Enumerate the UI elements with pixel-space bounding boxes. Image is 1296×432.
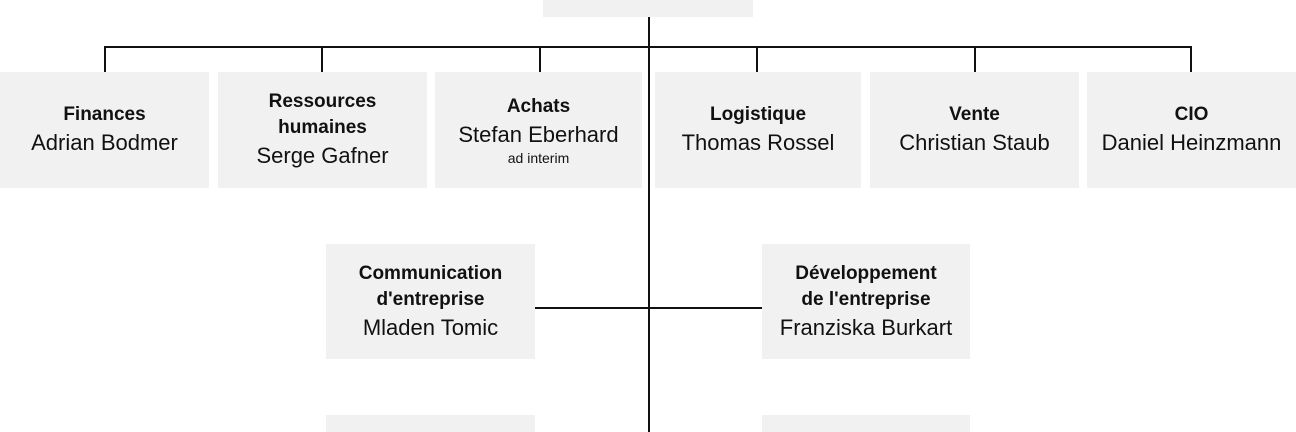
box-title: Vente [949,104,1000,125]
box-person: Stefan Eberhard [458,122,619,147]
box-person: Serge Gafner [256,143,389,168]
box-person: Thomas Rossel [681,130,835,155]
staff-connector [534,307,762,309]
box-person: Christian Staub [899,130,1050,155]
top-box-partial [543,0,753,17]
box-note: ad interim [507,150,570,166]
bottom-right-box-partial [762,415,970,432]
box-finances: Finances Adrian Bodmer [0,72,209,188]
box-corporate-communication: Communication d'entreprise Mladen Tomic [326,244,535,359]
box-title: Ressources humaines [268,91,377,138]
drop-connector-finances [104,46,106,72]
drop-connector-hr [321,46,323,72]
trunk-connector [648,16,650,432]
box-person: Franziska Burkart [779,314,953,340]
box-title: Communication d'entreprise [358,262,503,310]
drop-connector-cio [1190,46,1192,72]
box-title: Achats [506,96,571,117]
box-title: CIO [1174,104,1209,125]
box-title: Logistique [709,104,807,125]
box-title: Développement de l'entreprise [795,262,937,310]
drop-connector-logistics [756,46,758,72]
department-bus-connector [104,46,1192,48]
box-purchasing: Achats Stefan Eberhard ad interim [435,72,642,188]
bottom-left-box-partial [326,415,535,432]
box-sales: Vente Christian Staub [870,72,1079,188]
drop-connector-sales [974,46,976,72]
box-cio: CIO Daniel Heinzmann [1087,72,1296,188]
box-logistics: Logistique Thomas Rossel [655,72,861,188]
box-person: Adrian Bodmer [31,130,178,155]
box-corporate-development: Développement de l'entreprise Franziska … [762,244,970,359]
box-title: Finances [63,104,146,125]
drop-connector-purchasing [539,46,541,72]
box-person: Daniel Heinzmann [1101,130,1282,155]
box-person: Mladen Tomic [362,314,499,340]
box-human-resources: Ressources humaines Serge Gafner [218,72,427,188]
